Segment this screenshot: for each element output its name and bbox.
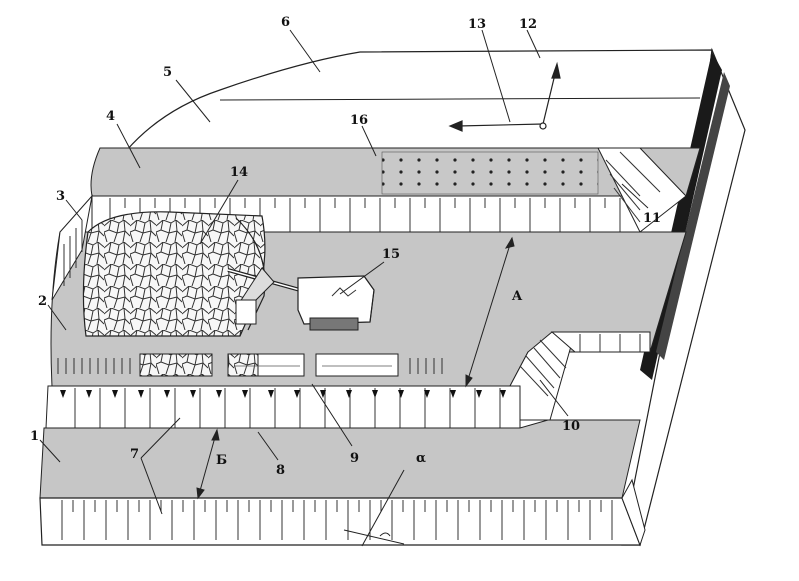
label-alpha: α [416,451,426,466]
bottom-face [39,497,641,546]
label-1: 1 [30,429,39,444]
track-ticks-left [57,358,443,374]
label-15: 15 [382,247,400,262]
top-contour [219,97,701,101]
wagon-empty [315,353,399,377]
right-dark-strip-2 [656,72,730,360]
label-16: 16 [350,113,368,128]
dimension-b [196,428,220,500]
bottom-face-short-ticks [72,500,602,512]
label-11: 11 [643,211,661,226]
label-14: 14 [230,165,248,180]
excavator-bucket [235,299,257,325]
excavator-cab [297,275,375,325]
leader-lines [39,29,649,515]
label-2: 2 [38,294,47,309]
excavator-15 [227,267,375,331]
slope-angle-alpha [343,469,405,547]
bottom-face-ticks [61,500,613,540]
rock-pile-face [235,217,266,331]
label-4: 4 [106,109,115,124]
label-6: 6 [281,15,290,30]
excavator-cab-side [363,275,375,323]
ramp-10-hatch [519,339,567,397]
label-3: 3 [56,189,65,204]
label-13: 13 [468,17,486,32]
wagon-rock [139,353,213,377]
train-row [139,353,399,377]
excavator-tracks [309,317,359,331]
label-8: 8 [276,463,285,478]
right-step-ticks [579,334,641,352]
middle-face-marks [60,390,506,398]
ramp-11-hatch [605,151,661,223]
direction-arrows [448,61,561,132]
label-b: Б [216,453,227,468]
dimension-a [465,236,515,388]
right-step-face [550,331,651,353]
label-a: A [511,289,523,304]
left-rim-hatch [63,220,83,286]
label-10: 10 [562,419,580,434]
excavator-mark [331,287,357,297]
label-7: 7 [130,447,139,462]
wagon-half-fill [227,353,259,377]
label-5: 5 [163,65,172,80]
upper-face-short-ticks [124,198,606,208]
bottom-corner-face [621,478,646,547]
drilling-block-16 [381,151,599,195]
middle-face-ticks [74,388,501,428]
label-12: 12 [519,17,537,32]
label-9: 9 [350,451,359,466]
